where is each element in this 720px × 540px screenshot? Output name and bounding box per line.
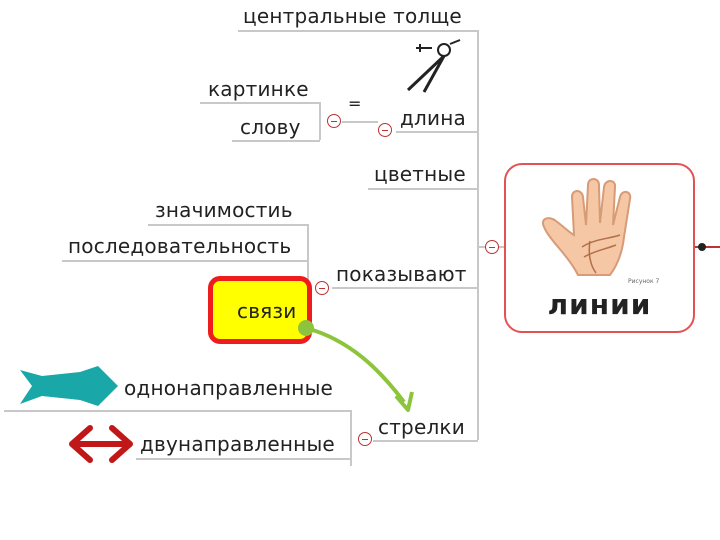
palm-hand-icon: Рисунок 7 (542, 178, 659, 285)
bracket-show (307, 224, 309, 330)
node-importance[interactable]: значимостиь (155, 198, 293, 222)
connector-word-length (342, 121, 378, 123)
node-length[interactable]: длина (400, 106, 466, 130)
right-branch-dot (698, 243, 706, 251)
underline-picture (200, 102, 320, 104)
node-one-way[interactable]: однонаправленные (124, 376, 334, 400)
node-sequence[interactable]: последовательность (68, 234, 292, 258)
bracket-picture-word (319, 102, 321, 140)
node-links-label: связи (237, 299, 297, 323)
underline-one-way (4, 410, 352, 412)
underline-thickness (238, 30, 478, 32)
underline-word (232, 140, 320, 142)
figure-caption: Рисунок 7 (628, 278, 659, 285)
central-topic[interactable]: Рисунок 7 линии (504, 163, 695, 333)
equals-sign: = (348, 94, 362, 113)
node-two-way[interactable]: двунаправленные (140, 432, 335, 456)
right-branch-line (695, 246, 720, 248)
underline-length (396, 131, 478, 133)
double-arrow-icon (69, 425, 133, 463)
collapse-toggle-arrows[interactable] (358, 432, 372, 446)
underline-two-way (136, 458, 352, 460)
node-links[interactable]: связи (208, 276, 312, 344)
collapse-toggle-word[interactable] (327, 114, 341, 128)
compass-icon (406, 39, 461, 93)
underline-importance (148, 224, 308, 226)
connector-arrow[interactable] (298, 320, 420, 420)
node-picture[interactable]: картинке (208, 77, 309, 101)
underline-colored (368, 188, 478, 190)
bracket-arrows (350, 410, 352, 466)
node-show[interactable]: показывают (336, 262, 467, 286)
underline-sequence (62, 260, 308, 262)
collapse-toggle-length[interactable] (378, 123, 392, 137)
underline-show (332, 287, 478, 289)
collapse-toggle-show[interactable] (315, 281, 329, 295)
node-arrows[interactable]: стрелки (378, 415, 465, 439)
fish-arrow-icon (20, 366, 118, 406)
central-label: линии (547, 288, 652, 321)
node-colored[interactable]: цветные (374, 162, 466, 186)
main-spine (477, 30, 479, 440)
underline-arrows (373, 440, 478, 442)
node-word[interactable]: слову (240, 115, 301, 139)
collapse-toggle-main[interactable] (485, 240, 499, 254)
node-thickness[interactable]: центральные толще (243, 4, 462, 28)
